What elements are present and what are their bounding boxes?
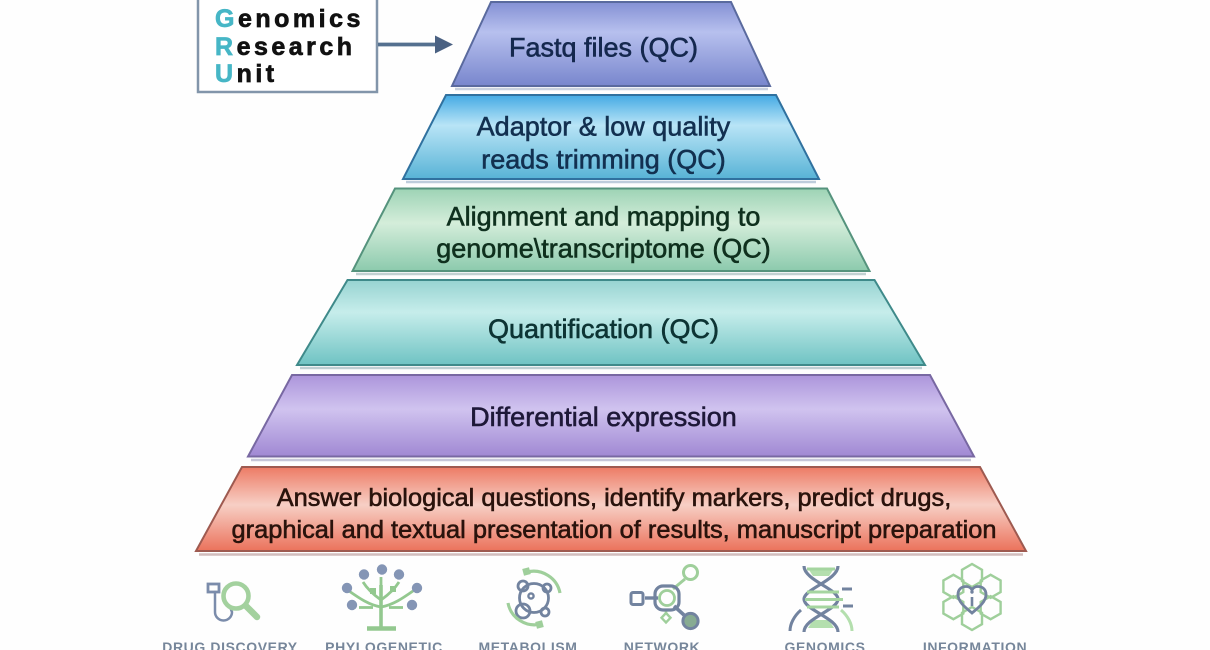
svg-text:Research: Research [215,33,356,61]
svg-text:METABOLISM: METABOLISM [478,639,577,650]
svg-text:Adaptor & low quality: Adaptor & low quality [477,112,731,142]
svg-text:Differential expression: Differential expression [470,402,737,432]
svg-text:genome\transcriptome (QC): genome\transcriptome (QC) [436,234,771,264]
svg-text:DRUG DISCOVERY: DRUG DISCOVERY [162,639,298,650]
svg-text:Unit: Unit [215,60,278,88]
svg-text:graphical and textual presenta: graphical and textual presentation of re… [232,516,997,544]
svg-text:Answer biological questions, i: Answer biological questions, identify ma… [277,484,952,512]
svg-text:Fastq files (QC): Fastq files (QC) [509,33,698,63]
svg-text:INFORMATION: INFORMATION [923,639,1027,650]
svg-text:GENOMICS: GENOMICS [784,639,865,650]
svg-text:PHYLOGENETIC: PHYLOGENETIC [325,639,443,650]
svg-text:Genomics: Genomics [215,5,364,33]
svg-text:Alignment and mapping to: Alignment and mapping to [447,202,761,232]
svg-text:reads trimming (QC): reads trimming (QC) [481,145,726,175]
svg-text:Quantification (QC): Quantification (QC) [488,314,719,344]
svg-text:NETWORK: NETWORK [624,639,701,650]
